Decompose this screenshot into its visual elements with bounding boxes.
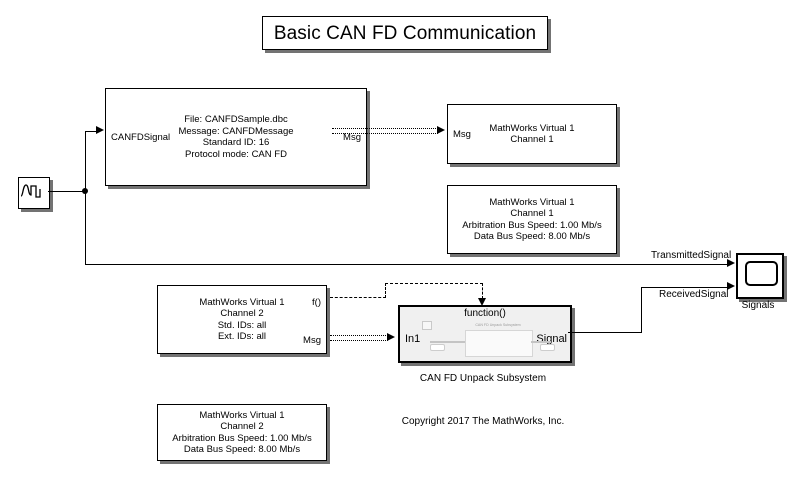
subsystem-preview-wire-right [531, 341, 551, 343]
signal-generator-block[interactable] [18, 177, 50, 209]
arrowhead-subsystem-function-call [478, 298, 486, 306]
wire-signal-out-right [568, 332, 642, 333]
subsystem-preview-wire-left [430, 341, 465, 343]
can-pack-parameters: File: CANFDSample.dbc Message: CANFDMess… [178, 114, 294, 160]
can-pack-input-port-label: CANFDSignal [111, 132, 171, 143]
can-pack-output-port-label: Msg [343, 132, 361, 143]
wire-function-call-v1 [385, 283, 386, 298]
arrowhead-transmit-input [437, 126, 445, 134]
wire-received-signal-to-scope [641, 287, 727, 288]
wire-to-can-pack-input [85, 131, 97, 132]
transmit-parameters: MathWorks Virtual 1 Channel 1 [489, 122, 575, 146]
wire-msg-receive-to-subsystem [330, 335, 388, 341]
can-fd-configuration-block-channel1[interactable]: MathWorks Virtual 1 Channel 1 Arbitratio… [447, 185, 617, 254]
wire-msg-pack-to-transmit [332, 128, 438, 134]
subsystem-caption: CAN FD Unpack Subsystem [419, 373, 547, 384]
model-title-annotation: Basic CAN FD Communication [262, 16, 548, 50]
scope-block[interactable] [736, 253, 784, 299]
can-fd-transmit-block[interactable]: MathWorks Virtual 1 Channel 1 Msg [447, 104, 617, 164]
config-rx-parameters: MathWorks Virtual 1 Channel 2 Arbitratio… [172, 409, 312, 456]
wire-function-call-v2 [482, 283, 483, 299]
receive-function-call-port-label: f() [312, 297, 321, 308]
subsystem-input-port-label: In1 [405, 333, 421, 345]
wire-junction-down [85, 191, 86, 265]
subsystem-preview-rect [465, 330, 533, 357]
arrowhead-scope-input-1 [727, 259, 735, 267]
wire-function-call-h1 [330, 297, 386, 298]
transmit-input-port-label: Msg [453, 129, 471, 140]
scope-screen-icon [745, 261, 778, 286]
wire-junction-up [85, 131, 86, 191]
page-title: Basic CAN FD Communication [273, 22, 537, 44]
config-tx-parameters: MathWorks Virtual 1 Channel 1 Arbitratio… [462, 196, 602, 243]
wire-function-call-h2 [385, 283, 483, 284]
arrowhead-scope-input-2 [727, 282, 735, 290]
can-fd-receive-block[interactable]: MathWorks Virtual 1 Channel 2 Std. IDs: … [157, 285, 327, 354]
subsystem-preview-checkbox [422, 321, 432, 330]
waveform-icon [20, 184, 41, 198]
wire-transmitted-signal-to-scope [85, 264, 727, 265]
arrowhead-subsystem-input [387, 333, 395, 341]
can-fd-unpack-subsystem-block[interactable]: function() CAN FD Unpack Subsystem In1 S… [398, 305, 572, 363]
subsystem-preview-tab-right [540, 344, 555, 351]
wire-source-to-junction [48, 191, 85, 192]
scope-caption: Signals [741, 300, 775, 311]
can-fd-configuration-block-channel2[interactable]: MathWorks Virtual 1 Channel 2 Arbitratio… [157, 404, 327, 461]
transmitted-signal-label: TransmittedSignal [651, 250, 732, 261]
subsystem-function-label: function() [464, 308, 506, 319]
receive-parameters: MathWorks Virtual 1 Channel 2 Std. IDs: … [199, 296, 285, 343]
copyright-annotation: Copyright 2017 The MathWorks, Inc. [401, 416, 565, 427]
receive-message-port-label: Msg [303, 335, 321, 346]
received-signal-label: ReceivedSignal [659, 289, 729, 300]
subsystem-preview-tab-left [430, 344, 445, 351]
can-fd-pack-block[interactable]: File: CANFDSample.dbc Message: CANFDMess… [105, 88, 367, 186]
wire-signal-out-up [641, 287, 642, 333]
subsystem-preview-title: CAN FD Unpack Subsystem [475, 323, 521, 327]
arrowhead-can-pack-input [96, 126, 104, 134]
